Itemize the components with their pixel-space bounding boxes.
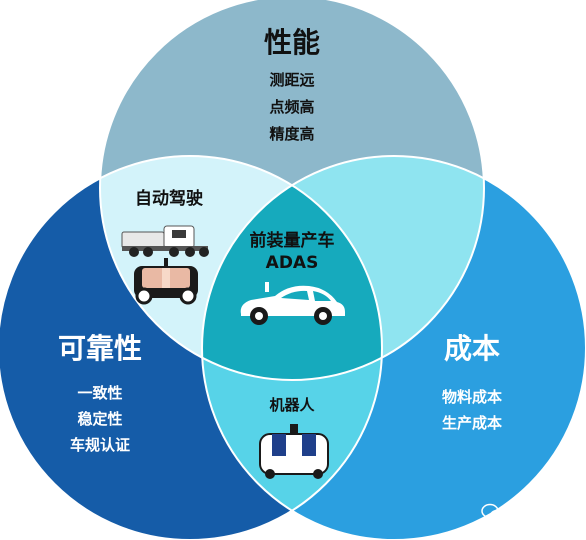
reliability-item-2: 稳定性 bbox=[77, 410, 122, 428]
circle-outline-right bbox=[201, 155, 586, 540]
label-center-line1: 前装量产车 bbox=[250, 230, 335, 251]
title-performance: 性能 bbox=[264, 26, 320, 59]
cost-item-1: 物料成本 bbox=[442, 388, 502, 406]
truck-icon bbox=[121, 225, 209, 257]
wechat-icon bbox=[481, 503, 505, 523]
circle-outline-left bbox=[0, 155, 383, 540]
watermark-text: 九章智驾 bbox=[508, 507, 564, 524]
label-autonomous-driving: 自动驾驶 bbox=[135, 188, 203, 209]
circle-outline-top bbox=[99, 0, 485, 381]
performance-item-2: 点频高 bbox=[269, 98, 314, 116]
performance-item-3: 精度高 bbox=[269, 125, 314, 143]
title-cost: 成本 bbox=[444, 332, 500, 365]
robot-icon bbox=[259, 424, 329, 479]
watermark: 九章智驾 bbox=[481, 503, 564, 524]
label-robot: 机器人 bbox=[269, 396, 315, 414]
robotaxi-icon bbox=[134, 258, 198, 305]
overlap-center bbox=[202, 156, 382, 380]
performance-item-1: 测距远 bbox=[269, 71, 314, 89]
reliability-item-1: 一致性 bbox=[77, 384, 122, 402]
label-center-line2: ADAS bbox=[266, 253, 319, 273]
reliability-item-3: 车规认证 bbox=[70, 436, 130, 454]
title-reliability: 可靠性 bbox=[58, 332, 142, 365]
cost-item-2: 生产成本 bbox=[442, 414, 502, 432]
car-icon bbox=[240, 282, 345, 325]
